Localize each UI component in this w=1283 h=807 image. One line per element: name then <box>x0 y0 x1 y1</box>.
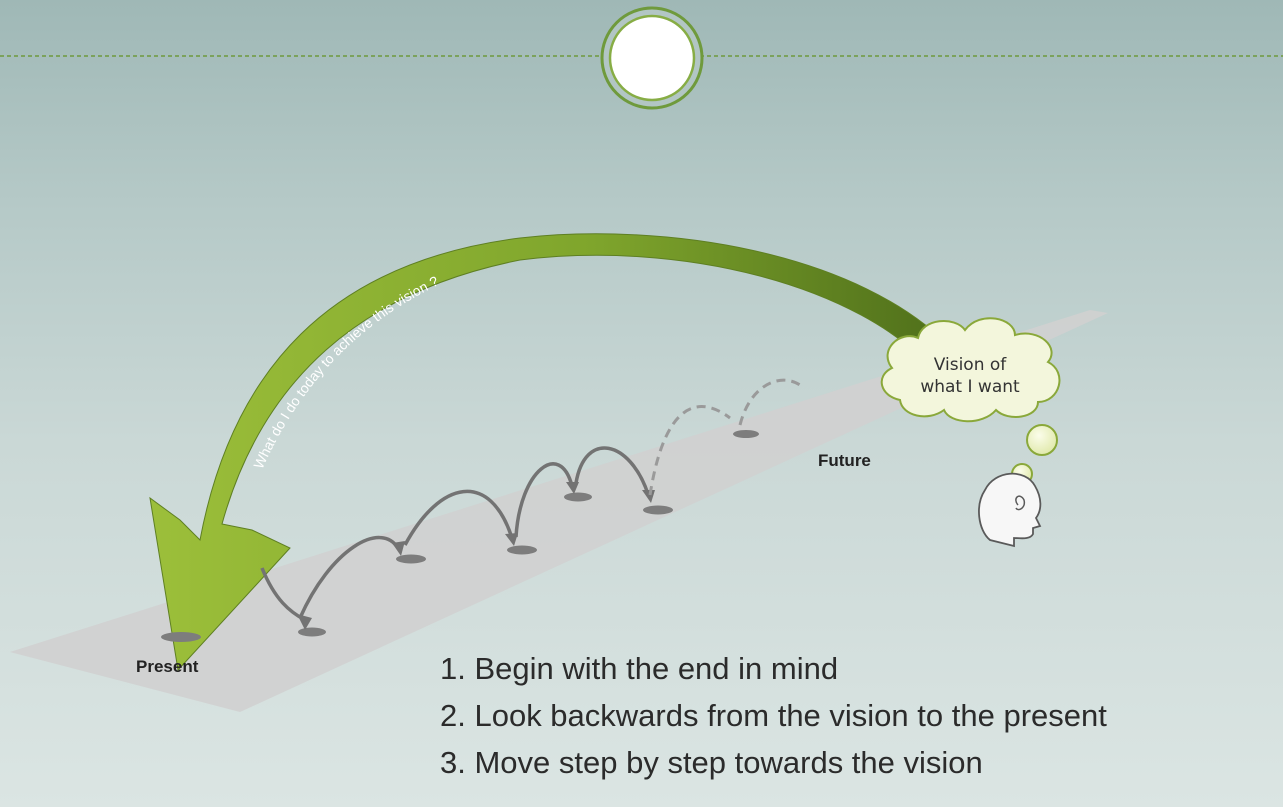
stepping-stone <box>298 627 326 637</box>
timeline-path <box>10 310 1108 712</box>
steps-list: 1. Begin with the end in mind 2. Look ba… <box>440 645 1107 786</box>
cloud-line-2: what I want <box>920 377 1020 397</box>
stepping-stone <box>733 430 759 438</box>
stepping-stone <box>564 492 592 502</box>
stepping-stone <box>507 545 537 555</box>
step-item-2: 2. Look backwards from the vision to the… <box>440 698 1107 733</box>
future-hop-arrows <box>648 378 801 496</box>
present-label: Present <box>136 657 199 676</box>
stepping-stone <box>643 505 673 515</box>
thought-bubble-large <box>1026 424 1058 456</box>
cloud-line-1: Vision of <box>934 355 1008 375</box>
backcasting-arrow <box>149 233 956 672</box>
stepping-stone <box>396 554 426 564</box>
vision-cloud <box>880 317 1061 423</box>
step-item-3: 3. Move step by step towards the vision <box>440 745 983 780</box>
step-item-1: 1. Begin with the end in mind <box>440 651 839 686</box>
present-stone <box>161 632 201 642</box>
thinking-head-icon <box>978 472 1042 548</box>
future-label: Future <box>818 451 871 470</box>
hop-arrows <box>260 446 650 622</box>
header-circle-inner <box>608 14 696 102</box>
